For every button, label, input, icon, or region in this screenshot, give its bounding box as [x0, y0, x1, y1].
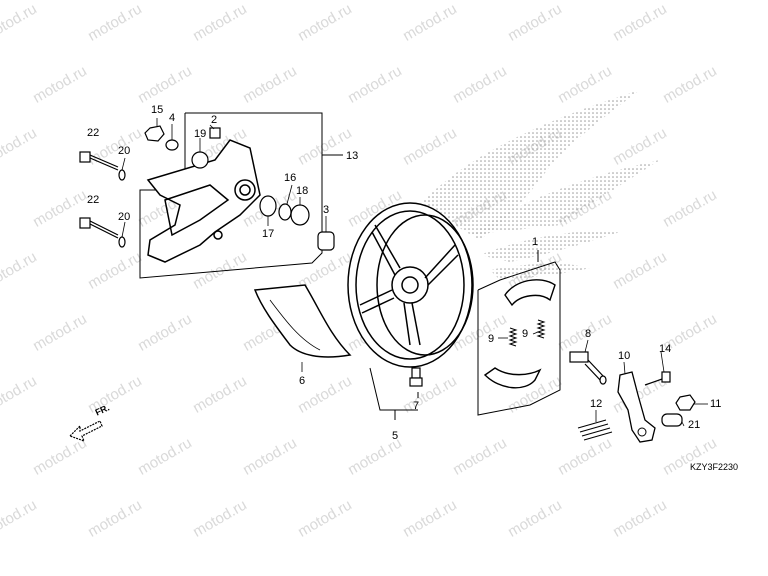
front-direction-arrow [68, 420, 103, 443]
diagram-code: KZY3F2230 [690, 462, 739, 472]
callout-9-right: 9 [522, 328, 529, 340]
valve-7 [409, 367, 423, 387]
collar-21 [661, 413, 683, 427]
callout-15: 15 [151, 104, 164, 116]
mudguard-6 [253, 284, 352, 358]
callout-22-upper: 22 [87, 127, 100, 139]
bolt-22-upper [79, 151, 126, 181]
bolt-22-lower [79, 217, 126, 248]
washer-4 [165, 139, 179, 151]
callout-16: 16 [284, 172, 297, 184]
bearing-18 [290, 204, 310, 226]
assembly-1-bracket [477, 261, 561, 416]
nut-11 [675, 394, 696, 411]
callout-2: 2 [211, 114, 218, 126]
callout-8: 8 [585, 328, 592, 340]
callout-22-lower: 22 [87, 194, 100, 206]
callout-10: 10 [618, 350, 631, 362]
collar-2 [209, 127, 221, 139]
leader-lines [121, 118, 708, 427]
callout-6: 6 [299, 375, 306, 387]
callout-18: 18 [296, 185, 309, 197]
spring-12 [577, 419, 613, 441]
callout-14: 14 [659, 343, 672, 355]
collar-3 [317, 231, 335, 251]
callout-12: 12 [590, 398, 603, 410]
bolt-14 [644, 371, 671, 386]
callout-17: 17 [262, 228, 275, 240]
callout-5: 5 [392, 430, 399, 442]
bearing-19 [191, 151, 209, 169]
callout-4: 4 [169, 112, 176, 124]
brake-cam-8 [569, 351, 607, 385]
callout-21: 21 [688, 419, 701, 431]
callout-20-lower: 20 [118, 211, 131, 223]
seal-17 [259, 195, 277, 217]
callout-3: 3 [323, 204, 330, 216]
callout-19: 19 [194, 128, 207, 140]
callout-7: 7 [413, 400, 420, 412]
spring-9-right [536, 319, 546, 339]
brake-arm-10 [617, 371, 656, 443]
circlip-16 [278, 203, 292, 221]
brake-shoe-lower [483, 367, 542, 389]
callout-1: 1 [532, 236, 539, 248]
nut-15 [144, 125, 165, 142]
rear-wheel-5 [347, 202, 474, 368]
callout-9-left: 9 [488, 333, 495, 345]
callout-13: 13 [346, 150, 359, 162]
spring-9-left [508, 327, 518, 347]
callout-20-upper: 20 [118, 145, 131, 157]
callout-11: 11 [710, 398, 722, 410]
brake-shoe-upper [504, 279, 556, 307]
wing-logo [420, 90, 660, 280]
